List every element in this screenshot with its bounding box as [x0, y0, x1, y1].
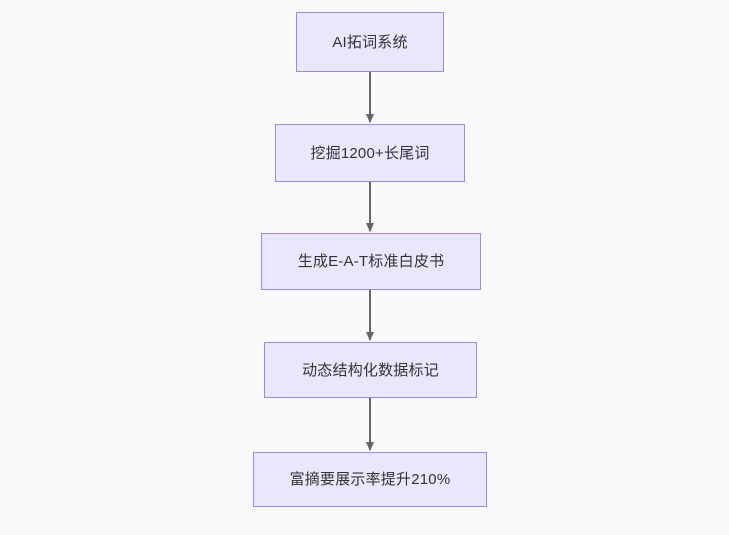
flow-node-mine-longtail-keywords[interactable]: 挖掘1200+长尾词: [275, 124, 465, 182]
flow-node-label: AI拓词系统: [332, 33, 408, 51]
flow-node-ai-keyword-system[interactable]: AI拓词系统: [296, 12, 444, 72]
flow-node-label: 动态结构化数据标记: [302, 361, 439, 379]
flow-node-rich-snippet-rate-increase[interactable]: 富摘要展示率提升210%: [253, 452, 487, 507]
flow-node-generate-eat-whitepaper[interactable]: 生成E-A-T标准白皮书: [261, 233, 481, 290]
flow-node-label: 挖掘1200+长尾词: [310, 144, 430, 162]
flow-node-dynamic-structured-data-markup[interactable]: 动态结构化数据标记: [264, 342, 477, 398]
flow-node-label: 生成E-A-T标准白皮书: [297, 253, 445, 270]
flow-node-label: 富摘要展示率提升210%: [289, 471, 451, 488]
